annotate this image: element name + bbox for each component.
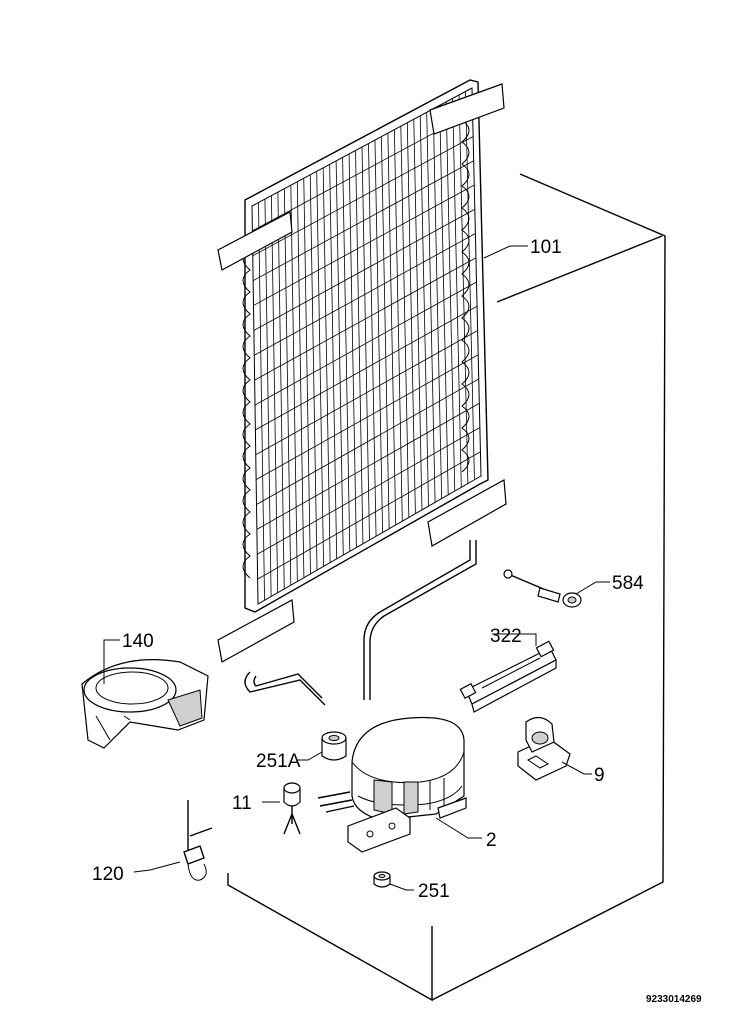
condenser-tube <box>255 305 478 431</box>
sensor-584-part <box>503 569 582 608</box>
drier-filter-11-part <box>283 782 301 835</box>
condenser-tube <box>254 257 477 381</box>
label-584: 584 <box>612 573 644 594</box>
condenser-tube <box>255 354 479 480</box>
label-120: 120 <box>92 864 124 885</box>
compressor-part <box>317 716 467 853</box>
condenser-tube <box>254 281 477 406</box>
condenser-tube <box>253 184 475 306</box>
leader-lines <box>103 245 610 891</box>
label-9: 9 <box>594 765 605 786</box>
grommet-251-part <box>373 871 391 888</box>
label-251a: 251A <box>256 751 301 772</box>
grommet-251a-part <box>321 731 347 761</box>
condenser-tube <box>253 208 476 331</box>
rail-322-part <box>459 640 557 713</box>
condenser-tube <box>257 451 481 580</box>
condenser <box>217 79 507 706</box>
label-322: 322 <box>490 626 522 647</box>
label-251: 251 <box>418 881 450 902</box>
condenser-wire-grid <box>252 91 481 601</box>
label-101: 101 <box>530 237 562 258</box>
reference-number: 9233014269 <box>646 994 702 1005</box>
relay-9-part <box>517 716 571 781</box>
condenser-tube <box>257 427 481 555</box>
condenser-tube <box>254 233 476 356</box>
label-11: 11 <box>232 793 252 814</box>
condenser-tube <box>256 378 479 505</box>
condenser-tube <box>252 160 474 281</box>
label-140: 140 <box>122 631 154 652</box>
cabinet-outline <box>227 173 666 1002</box>
valve-tube-120-part <box>183 800 213 881</box>
drip-tray-part <box>81 659 209 749</box>
condenser-tube <box>255 330 478 456</box>
condenser-tube <box>256 402 480 530</box>
label-2: 2 <box>486 830 497 851</box>
condenser-tube <box>252 136 474 257</box>
